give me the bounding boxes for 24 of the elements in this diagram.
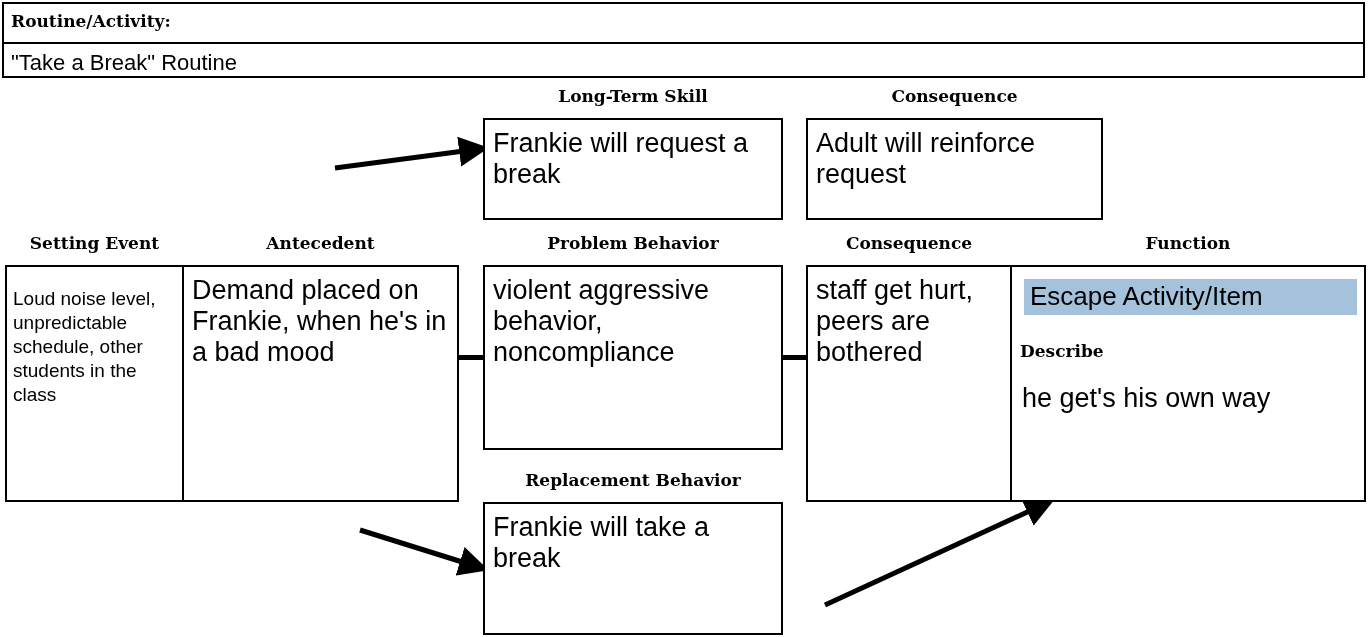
box-text: Loud noise level, unpredictable schedule, other students in the class (13, 287, 157, 407)
box-text: Adult will reinforce request (816, 128, 1037, 190)
column-heading: Antecedent (265, 233, 376, 253)
routine-box (2, 2, 1365, 78)
routine-name: "Take a Break" Routine (11, 50, 237, 76)
box-text: violent aggressive behavior, noncompliance (493, 275, 711, 368)
highlight-band (1024, 279, 1357, 315)
box-text: Frankie will request a break (493, 128, 750, 190)
function-label: Escape Activity/Item (1030, 281, 1263, 312)
column-heading: Consequence (890, 86, 1019, 106)
function-description: he get's his own way (1022, 383, 1271, 414)
column-heading: Setting Event (28, 233, 161, 253)
box-text: Frankie will take a break (493, 512, 711, 574)
column-heading: Consequence (844, 233, 974, 253)
connector-line (459, 355, 483, 360)
routine-heading: Routine/Activity: (11, 11, 171, 31)
connector-line (783, 355, 806, 360)
box-text: Demand placed on Frankie, when he's in a bad mood (192, 275, 448, 368)
describe-heading: Describe (1020, 341, 1104, 361)
column-heading: Problem Behavior (546, 233, 720, 253)
column-heading: Long-Term Skill (557, 86, 709, 106)
box-text: staff get hurt, peers are bothered (816, 275, 975, 368)
column-heading: Replacement Behavior (524, 470, 742, 490)
column-heading: Function (1144, 233, 1232, 253)
